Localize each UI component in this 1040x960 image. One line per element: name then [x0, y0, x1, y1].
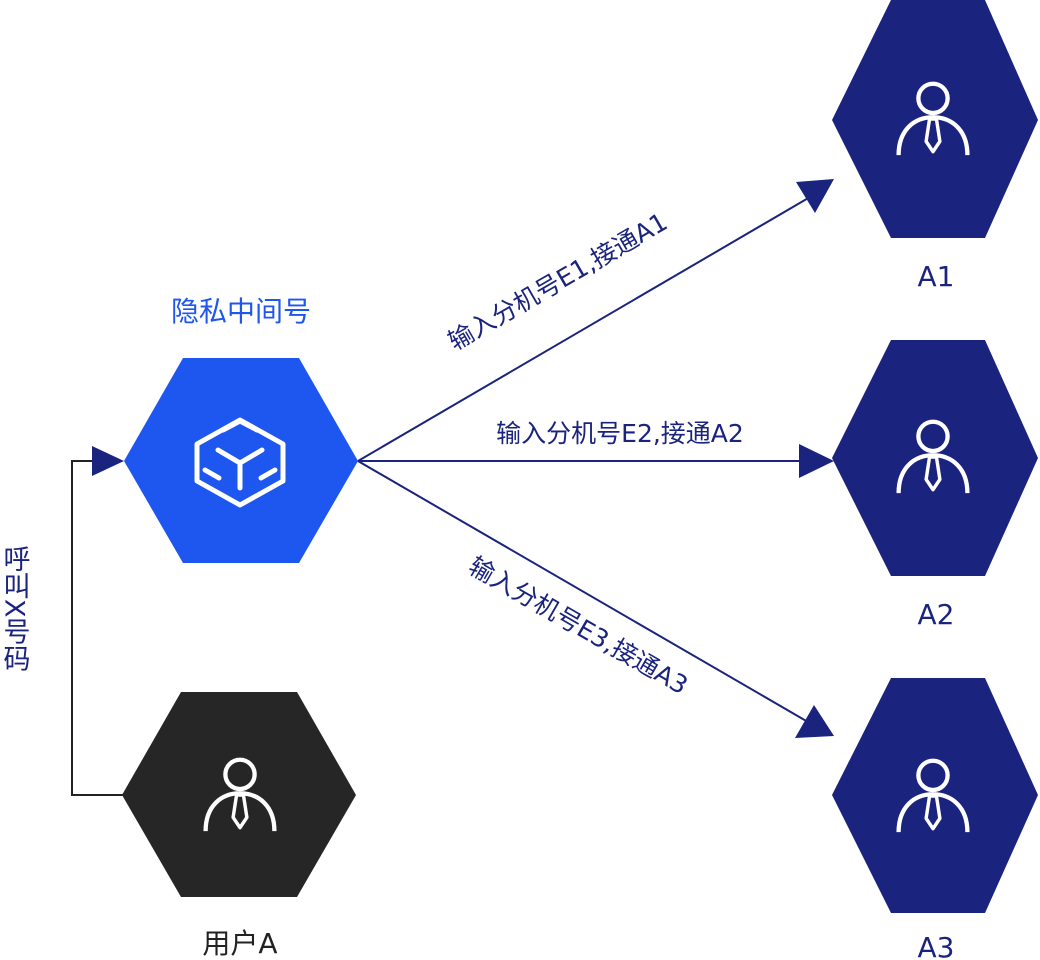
target-node-a1[interactable] — [832, 0, 1038, 238]
edge-label-a2: 输入分机号E2,接通A2 — [496, 419, 744, 448]
target-node-a3[interactable] — [832, 678, 1038, 913]
arrowhead-caller-to-proxy — [92, 446, 124, 476]
edge-proxy-to-a3 — [357, 460, 809, 723]
caller-label: 用户A — [202, 927, 277, 960]
call-x-label: 呼叫X号码 — [0, 545, 30, 672]
arrowhead-a1 — [796, 179, 834, 213]
edge-label-a1: 输入分机号E1,接通A1 — [443, 207, 672, 356]
target-label-a3: A3 — [918, 931, 955, 960]
edge-label-a3: 输入分机号E3,接通A3 — [464, 551, 693, 700]
edge-proxy-to-a1 — [357, 196, 811, 462]
proxy-label: 隐私中间号 — [171, 295, 311, 328]
edges — [71, 179, 834, 796]
target-label-a2: A2 — [918, 598, 955, 631]
arrowhead-a3 — [795, 705, 834, 738]
target-node-a2[interactable] — [832, 340, 1038, 576]
target-label-a1: A1 — [918, 260, 955, 293]
proxy-node[interactable] — [124, 358, 358, 563]
cube-icon — [194, 417, 286, 508]
edge-caller-to-proxy — [71, 460, 124, 796]
caller-node[interactable] — [122, 692, 356, 897]
arrowhead-a2 — [799, 444, 834, 478]
